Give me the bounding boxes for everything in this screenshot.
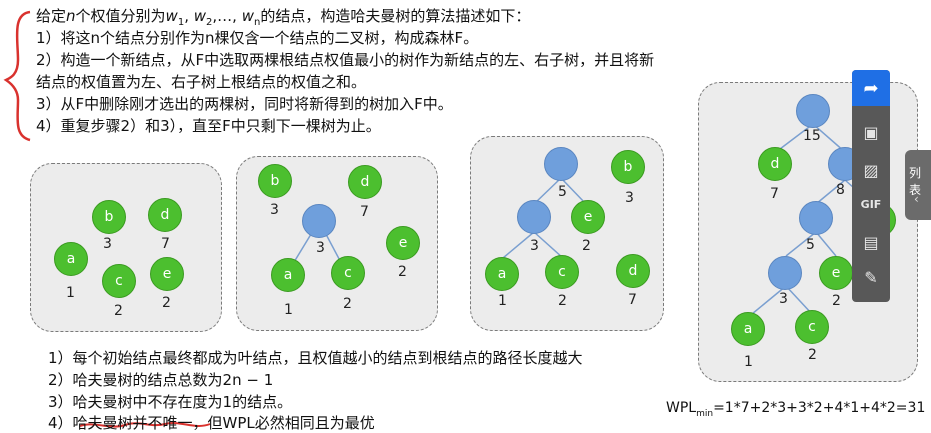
node-c: c (102, 264, 136, 298)
weight-d: 7 (770, 186, 779, 202)
weight-e: 2 (832, 293, 841, 309)
pen-icon[interactable]: ✎ (864, 267, 878, 287)
image-icon[interactable]: ▨ (863, 160, 879, 180)
gif-icon[interactable]: GIF (860, 197, 882, 211)
weight-b: 3 (625, 190, 634, 206)
weight-b: 3 (103, 236, 112, 252)
node-a: a (271, 258, 305, 292)
note-1: 1）每个初始结点最终都成为叶结点，且权值越小的结点到根结点的路径长度越大 (48, 349, 583, 367)
weight-e: 2 (162, 295, 171, 311)
list-side-tab[interactable]: 列表 ‹ (905, 150, 931, 220)
weight-d: 7 (628, 292, 637, 308)
weight-b: 3 (270, 202, 279, 218)
side-tab-label: 列表 (909, 166, 922, 197)
weight-internal-top: 5 (558, 184, 567, 200)
weight-c: 2 (114, 303, 123, 319)
node-c: c (331, 256, 365, 290)
node-e: e (571, 200, 605, 234)
note-2: 2）哈夫曼树的结点总数为2n − 1 (48, 371, 274, 389)
step-4: 4）重复步骤2）和3），直至F中只剩下一棵树为止。 (36, 117, 381, 135)
node-b: b (258, 164, 292, 198)
node-d: d (148, 198, 182, 232)
weight-internal-8: 8 (836, 182, 845, 198)
internal-node-3 (517, 200, 551, 234)
weight-internal-5: 5 (806, 237, 815, 253)
camera-icon[interactable]: ▣ (863, 122, 879, 142)
weight-e: 2 (398, 264, 407, 280)
node-d: d (616, 254, 650, 288)
weight-a: 1 (498, 293, 507, 309)
weight-c: 2 (808, 347, 817, 363)
weight-a: 1 (284, 302, 293, 318)
node-c: c (545, 255, 579, 289)
weight-e: 2 (582, 238, 591, 254)
step-3: 3）从F中删除刚才选出的两棵树，同时将新得到的树加入F中。 (36, 95, 453, 113)
weight-internal-3: 3 (779, 291, 788, 307)
weight-internal: 3 (530, 238, 539, 254)
weight-internal: 3 (316, 240, 325, 256)
intro-line: 给定n个权值分别为w1, w2,…, wn的结点，构造哈夫曼树的算法描述如下： (36, 7, 531, 28)
node-c: c (795, 310, 829, 344)
weight-a: 1 (66, 285, 75, 301)
wpl-formula: WPLmin=1*7+2*3+3*2+4*1+4*2=31 (666, 400, 926, 419)
weight-root: 15 (803, 128, 821, 144)
floating-toolbar (852, 70, 890, 302)
book-icon[interactable]: ▤ (863, 232, 879, 252)
internal-node-5 (544, 147, 578, 181)
note-4: 4）哈夫曼树并不唯一，但WPL必然相同且为最优 (48, 414, 375, 432)
step-1: 1）将这n个结点分别作为n棵仅含一个结点的二叉树，构成森林F。 (36, 29, 479, 47)
node-d: d (758, 147, 792, 181)
node-d: d (348, 165, 382, 199)
internal-node-5 (799, 201, 833, 235)
note-3: 3）哈夫曼树中不存在度为1的结点。 (48, 393, 293, 411)
node-e: e (386, 226, 420, 260)
share-icon[interactable]: ➦ (852, 70, 890, 106)
chevron-left-icon: ‹ (914, 192, 919, 206)
node-b: b (92, 200, 126, 234)
step-2-cont: 结点的权值置为左、右子树上根结点的权值之和。 (36, 73, 367, 91)
node-e: e (150, 257, 184, 291)
node-a: a (485, 257, 519, 291)
weight-c: 2 (558, 293, 567, 309)
node-a: a (54, 242, 88, 276)
weight-d: 7 (360, 204, 369, 220)
step-2: 2）构造一个新结点，从F中选取两棵根结点权值最小的树作为新结点的左、右子树，并且… (36, 51, 655, 69)
weight-d: 7 (161, 236, 170, 252)
internal-node-3 (768, 256, 802, 290)
root-node-15 (796, 94, 830, 128)
node-b: b (611, 150, 645, 184)
node-e: e (819, 256, 853, 290)
node-a: a (731, 312, 765, 346)
weight-c: 2 (343, 296, 352, 312)
weight-a: 1 (744, 354, 753, 370)
internal-node-3 (302, 204, 336, 238)
